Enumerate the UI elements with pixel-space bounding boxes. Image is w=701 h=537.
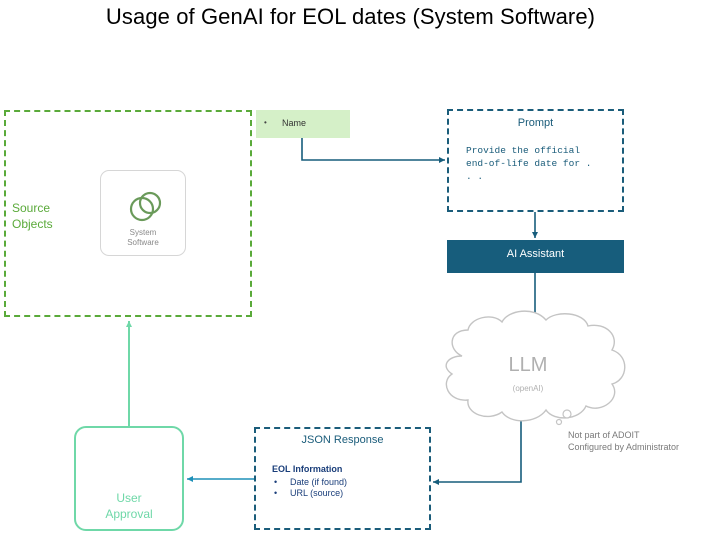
name-bullet: • [264, 118, 267, 127]
source-objects-frame [4, 110, 252, 317]
cloud-tail-icon [555, 409, 572, 426]
ai-assistant-box: AI Assistant [447, 240, 624, 273]
diagram-title: Usage of GenAI for EOL dates (System Sof… [105, 4, 596, 29]
name-attribute-box [256, 110, 350, 138]
source-label-line2: Objects [12, 217, 53, 231]
user-approval-label: User Approval [74, 490, 184, 522]
name-attribute-label: Name [282, 118, 307, 128]
system-software-card [100, 170, 186, 256]
json-response-box [254, 427, 431, 530]
list-item-url: URL (source) [290, 488, 344, 498]
configuration-note: Not part of ADOIT Configured by Administ… [568, 429, 679, 453]
prompt-title: Prompt [517, 117, 554, 129]
llm-cloud-shape [445, 310, 626, 422]
list-item-date: Date (if found) [290, 477, 348, 487]
list-bullet: • [274, 477, 278, 487]
source-label-line1: Source [12, 201, 51, 215]
system-software-label-line1: System [129, 228, 157, 237]
system-software-label: System Software [100, 228, 186, 248]
json-response-title: JSON Response [301, 434, 384, 446]
list-bullet: • [274, 488, 278, 498]
eol-information-heading: EOL Information [272, 464, 343, 474]
arrow-llm-to-json [433, 418, 522, 485]
list-item: • Date (if found) [274, 477, 347, 488]
user-approval-card [74, 426, 184, 531]
eol-information-list: • Date (if found) • URL (source) [274, 477, 347, 499]
overlapping-circles-icon [129, 191, 162, 222]
user-label-line2: Approval [105, 507, 153, 521]
llm-sublabel: (openAI) [512, 384, 544, 393]
list-item: • URL (source) [274, 488, 347, 499]
prompt-text: Provide the official end-of-life date fo… [466, 145, 592, 182]
prompt-box [447, 109, 624, 212]
source-objects-label: Source Objects [12, 200, 92, 232]
note-line2: Configured by Administrator [568, 442, 680, 452]
note-line1: Not part of ADOIT [568, 430, 640, 440]
llm-label: LLM [508, 354, 548, 376]
arrow-name-to-prompt [301, 138, 445, 163]
system-software-label-line2: Software [127, 238, 159, 247]
user-label-line1: User [116, 491, 142, 505]
